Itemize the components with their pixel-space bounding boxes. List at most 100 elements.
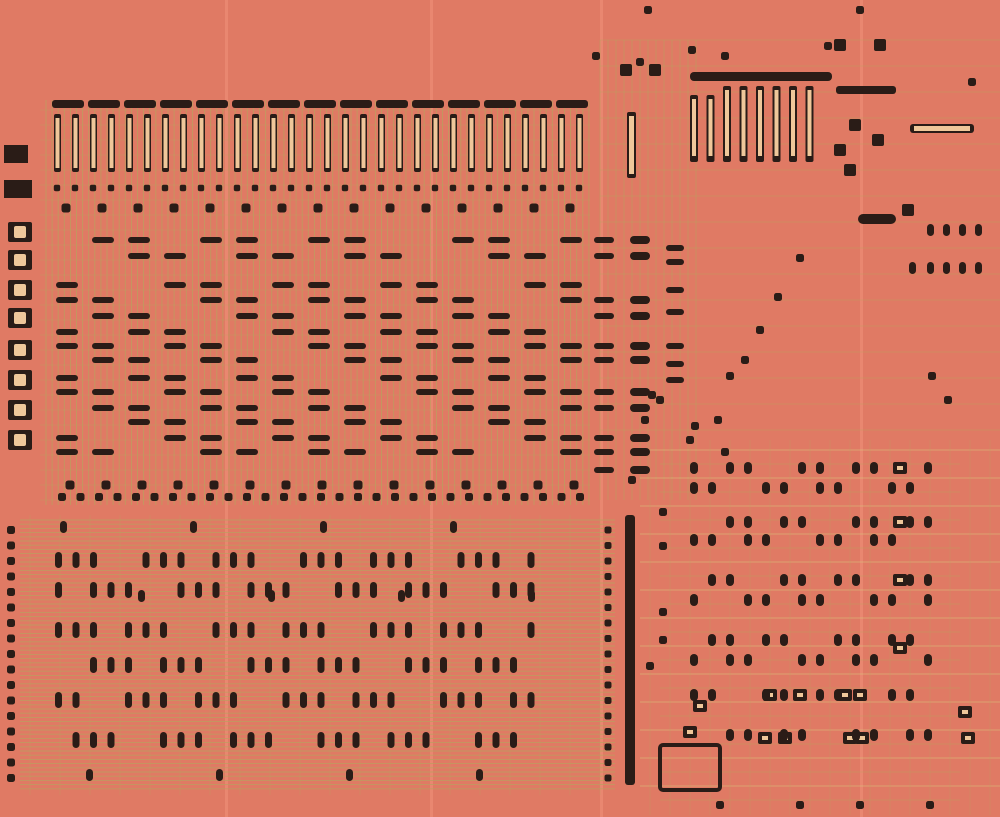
array-pill (380, 313, 402, 319)
lower-pill (475, 552, 482, 568)
lower-edge-contact (7, 774, 15, 782)
metal-column-core (307, 118, 312, 168)
right-column-core (807, 90, 812, 156)
array-pill (164, 282, 186, 288)
array-pill (380, 357, 402, 363)
column-contact (89, 184, 97, 192)
metal-column-core (199, 118, 204, 168)
array-pill (92, 405, 114, 411)
lower-pill (125, 692, 132, 708)
logic-cell-core (697, 704, 703, 708)
array-pill (344, 313, 366, 319)
right-via (726, 372, 734, 380)
right-pill (959, 262, 966, 274)
column-node (457, 203, 467, 213)
logic-pill (780, 574, 788, 586)
logic-pill (870, 534, 878, 546)
column-contact (215, 184, 223, 192)
array-pill (164, 343, 186, 349)
metal-column-core (145, 118, 150, 168)
array-contact (483, 493, 492, 501)
lower-pill (335, 657, 342, 673)
array-pill (92, 237, 114, 243)
logic-cell-core (962, 710, 968, 714)
logic-pill (906, 516, 914, 528)
array-pill (200, 449, 222, 455)
top-bus-bar (124, 100, 156, 108)
array-pill (308, 237, 330, 243)
lower-pill (387, 732, 395, 748)
column-node (565, 203, 575, 213)
metal-column-core (577, 118, 582, 168)
logic-pill (762, 482, 770, 494)
array-node (569, 480, 579, 490)
array-pill (416, 297, 438, 303)
metal-column-core (91, 118, 96, 168)
lower-pill (457, 552, 465, 568)
lower-right-contact (604, 542, 612, 549)
metal-column-core (523, 118, 528, 168)
lower-pill (282, 657, 290, 673)
lower-pill (107, 582, 115, 598)
array-pill (164, 435, 186, 441)
side-pill (630, 434, 650, 442)
logic-pill (744, 654, 752, 666)
logic-pill (888, 534, 896, 546)
array-node (317, 480, 327, 490)
metal-column-core (55, 118, 60, 168)
array-pill (488, 375, 510, 381)
side-pill (630, 312, 650, 320)
array-pill (452, 405, 474, 411)
array-node (533, 480, 543, 490)
array-contact (335, 493, 344, 501)
lower-edge-contact (7, 650, 15, 658)
lower-pill (177, 582, 185, 598)
array-contact (95, 493, 103, 501)
array-node (209, 480, 219, 490)
lower-right-contact (604, 635, 612, 642)
lower-edge-contact (7, 758, 15, 767)
left-edge-pad-core (14, 434, 26, 446)
array-pill (344, 237, 366, 243)
column-contact (269, 184, 277, 192)
array-pill (308, 389, 330, 395)
lower-right-contact (604, 573, 612, 580)
lower-edge-contact (7, 557, 15, 565)
right-via (636, 58, 644, 66)
array-contact (132, 493, 140, 501)
array-pill (56, 329, 78, 335)
lower-pill (55, 622, 62, 638)
array-pill (128, 357, 150, 363)
array-pill (524, 329, 546, 335)
array-contact (206, 493, 214, 501)
column-node (61, 203, 71, 213)
column-contact (557, 184, 565, 192)
lower-pill (125, 582, 132, 598)
array-pill (128, 313, 150, 319)
array-pill (236, 357, 258, 363)
column-contact (485, 184, 493, 192)
logic-pill (924, 654, 932, 666)
logic-pill (816, 594, 824, 606)
column-contact (287, 184, 295, 192)
column-node (529, 203, 539, 213)
column-contact (377, 184, 385, 192)
logic-via (659, 508, 667, 516)
left-edge-pad-core (14, 226, 26, 238)
top-bus-bar (52, 100, 84, 108)
logic-pill (870, 462, 878, 474)
lower-pill (510, 582, 517, 598)
lower-pill (440, 622, 447, 638)
array-pill (488, 237, 510, 243)
stitch-seam (860, 0, 863, 817)
via-layer (7, 6, 982, 809)
logic-pill (690, 654, 698, 666)
logic-pill (834, 482, 842, 494)
left-edge-pad-core (14, 312, 26, 324)
logic-via (659, 542, 667, 550)
array-pill (344, 343, 366, 349)
lower-pill (282, 622, 290, 638)
right-square-contact (902, 204, 914, 216)
lower-pill (527, 622, 535, 638)
array-pill (272, 253, 294, 259)
